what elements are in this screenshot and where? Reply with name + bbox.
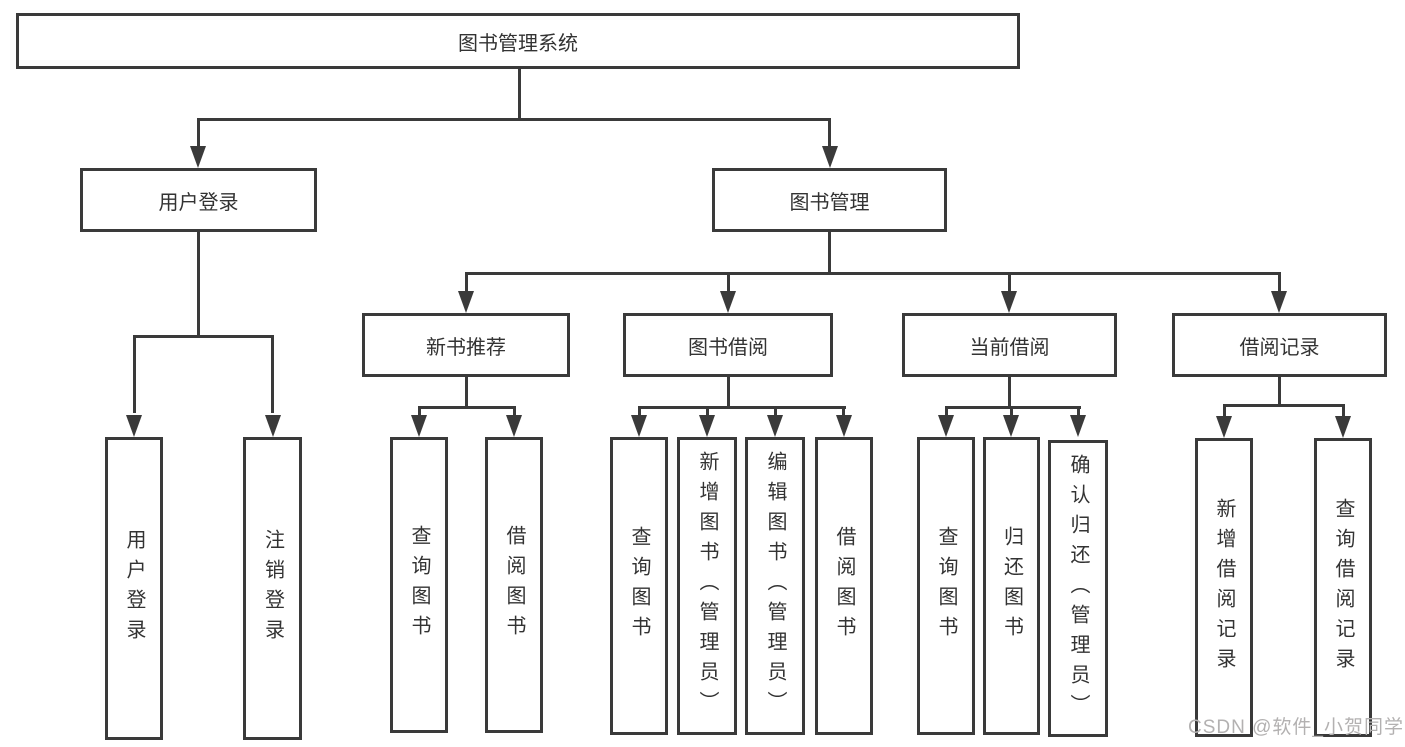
arrow-to-leaf-logout [265, 415, 281, 437]
connector-book-borrow-rail [638, 406, 846, 409]
node-book-management-label: 图书管理 [789, 191, 870, 214]
arrow-to-query-books-2 [631, 415, 647, 437]
leaf-query-books-3-label: 查询图书 [935, 526, 957, 646]
connector-level2-rail [465, 272, 1281, 275]
node-library-system: 图书管理系统 [16, 13, 1020, 69]
connector-new-book-rail [418, 406, 515, 409]
leaf-borrow-books-2-label: 借阅图书 [833, 526, 855, 646]
leaf-edit-book-admin: 编辑图书（管理员） [745, 437, 805, 735]
leaf-query-books-2: 查询图书 [610, 437, 668, 735]
connector-borrow-records-rail [1223, 404, 1345, 407]
connector-stem [1010, 406, 1013, 418]
arrow-to-query-books-1 [411, 415, 427, 437]
leaf-add-borrow-record-label: 新增借阅记录 [1213, 497, 1235, 678]
arrow-to-user-login [190, 146, 206, 168]
connector-stem [842, 406, 845, 418]
connector-stem [1223, 404, 1226, 418]
connector-stem [945, 406, 948, 418]
connector-new-book-stem [465, 272, 468, 294]
leaf-logout: 注销登录 [243, 437, 302, 740]
leaf-borrow-books-1-label: 借阅图书 [503, 525, 525, 645]
connector-new-book-down [465, 377, 468, 406]
connector-stem [706, 406, 709, 418]
leaf-return-book-label: 归还图书 [1000, 526, 1023, 646]
arrow-to-query-books-3 [938, 415, 954, 437]
connector-stem [513, 406, 516, 418]
connector-current-borrow-down [1008, 377, 1011, 406]
arrow-to-return-book [1003, 415, 1019, 437]
csdn-watermark: CSDN @软件_小贺同学 [1188, 717, 1404, 738]
arrow-to-book-borrow [720, 291, 736, 313]
node-borrow-records-label: 借阅记录 [1239, 336, 1320, 359]
leaf-add-borrow-record: 新增借阅记录 [1195, 438, 1253, 737]
node-library-system-label: 图书管理系统 [458, 32, 578, 55]
leaf-user-login-label: 用户登录 [123, 528, 145, 649]
connector-book-borrow-stem [727, 272, 730, 294]
connector-stem [638, 406, 641, 418]
node-new-book-recommend-label: 新书推荐 [426, 336, 506, 359]
node-book-management: 图书管理 [712, 168, 947, 232]
leaf-logout-label: 注销登录 [261, 528, 284, 649]
node-current-borrow: 当前借阅 [902, 313, 1117, 377]
connector-stem [418, 406, 421, 418]
arrow-to-add-book [699, 415, 715, 437]
arrow-to-borrow-records [1271, 291, 1287, 313]
leaf-query-books-1: 查询图书 [390, 437, 448, 733]
leaf-query-borrow-record: 查询借阅记录 [1314, 438, 1372, 737]
connector-stem [774, 406, 777, 418]
leaf-query-books-2-label: 查询图书 [628, 526, 650, 646]
connector-leaf-user-login-stem [133, 335, 136, 413]
connector-borrow-records-stem [1278, 272, 1281, 294]
arrow-to-query-borrow-record [1335, 416, 1351, 438]
node-current-borrow-label: 当前借阅 [969, 336, 1050, 359]
leaf-user-login: 用户登录 [105, 437, 163, 740]
arrow-to-confirm-return [1070, 415, 1086, 437]
node-new-book-recommend: 新书推荐 [362, 313, 570, 377]
node-user-login: 用户登录 [80, 168, 317, 232]
leaf-confirm-return-admin-label: 确认归还（管理员） [1067, 453, 1089, 724]
leaf-query-books-3: 查询图书 [917, 437, 975, 735]
arrow-to-add-borrow-record [1216, 416, 1232, 438]
connector-current-borrow-stem [1008, 272, 1011, 294]
connector-current-borrow-rail [945, 406, 1081, 409]
leaf-add-book-admin-label: 新增图书（管理员） [696, 451, 718, 721]
node-borrow-records: 借阅记录 [1172, 313, 1387, 377]
leaf-edit-book-admin-label: 编辑图书（管理员） [764, 451, 786, 721]
arrow-to-borrow-books-2 [836, 415, 852, 437]
arrow-to-new-book [458, 291, 474, 313]
connector-root-stem [518, 69, 521, 118]
leaf-borrow-books-2: 借阅图书 [815, 437, 873, 735]
arrow-to-leaf-user-login [126, 415, 142, 437]
leaf-add-book-admin: 新增图书（管理员） [677, 437, 737, 735]
arrow-to-borrow-books-1 [506, 415, 522, 437]
node-book-borrow: 图书借阅 [623, 313, 833, 377]
connector-user-login-down [197, 232, 200, 335]
connector-level1-rail [197, 118, 831, 121]
connector-user-login-stem [197, 118, 200, 152]
arrow-to-edit-book [767, 415, 783, 437]
connector-book-mgmt-stem [828, 118, 831, 152]
leaf-query-borrow-record-label: 查询借阅记录 [1332, 497, 1354, 678]
leaf-query-books-1-label: 查询图书 [408, 525, 430, 645]
connector-book-mgmt-down [828, 232, 831, 272]
leaf-return-book: 归还图书 [983, 437, 1040, 735]
arrow-to-current-borrow [1001, 291, 1017, 313]
node-user-login-label: 用户登录 [158, 191, 239, 214]
arrow-to-book-mgmt [822, 146, 838, 168]
leaf-borrow-books-1: 借阅图书 [485, 437, 543, 733]
connector-book-borrow-down [727, 377, 730, 406]
node-book-borrow-label: 图书借阅 [688, 336, 768, 359]
connector-leaf-logout-stem [271, 335, 274, 413]
leaf-confirm-return-admin: 确认归还（管理员） [1048, 440, 1108, 737]
connector-user-login-rail [133, 335, 274, 338]
connector-borrow-records-down [1278, 377, 1281, 404]
connector-stem [1342, 404, 1345, 418]
connector-stem [1077, 406, 1080, 418]
